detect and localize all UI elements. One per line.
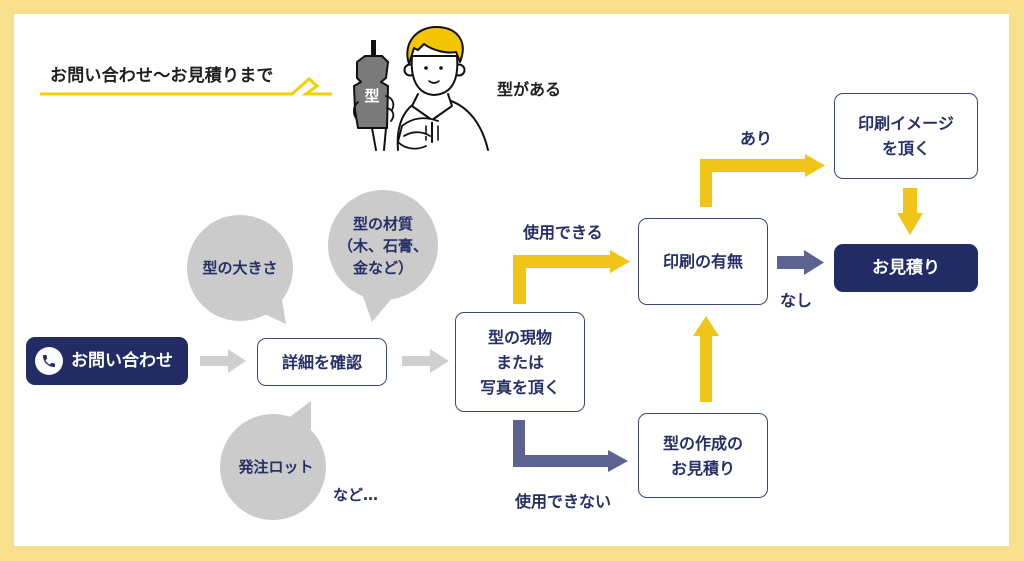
node-line: 写真を頂く <box>479 377 560 397</box>
mold-label: 型 <box>364 87 379 105</box>
edge-label-print-no: なし <box>780 291 813 310</box>
phone-icon <box>35 347 63 375</box>
bubble-line: （木、石膏、 <box>337 237 428 255</box>
title-underline <box>40 77 332 96</box>
print-check-label: 印刷の有無 <box>662 252 743 271</box>
arrow-usable <box>513 250 630 304</box>
print-image-node: 印刷イメージ を頂く <box>834 93 978 179</box>
arrow-print-no <box>777 250 824 275</box>
arrow-unusable <box>513 420 628 472</box>
edge-label-print-yes: あり <box>740 129 773 148</box>
bubble-order-lot <box>220 401 326 520</box>
node-line: または <box>495 352 544 372</box>
arrow-print-yes <box>700 154 825 207</box>
estimate-label: お見積り <box>872 257 940 278</box>
person-holding-mold-illustration: 型 <box>353 25 489 151</box>
bubble-mold-material <box>328 190 438 322</box>
node-line: 型の作成の <box>662 433 743 453</box>
details-node: 詳細を確認 <box>257 338 387 386</box>
node-line: お見積り <box>670 458 735 478</box>
arrow-mold-estimate-to-print-check <box>693 316 719 402</box>
details-label: 詳細を確認 <box>281 352 362 372</box>
contact-node[interactable]: お問い合わせ <box>26 337 188 385</box>
bubbles-more-label: など… <box>333 486 379 504</box>
page-title: お問い合わせ〜お見積りまで <box>50 66 274 86</box>
contact-label: お問い合わせ <box>71 350 173 371</box>
edge-label-usable: 使用できる <box>523 223 603 242</box>
bubble-line: 型の材質 <box>352 215 413 233</box>
node-line: 型の現物 <box>487 327 552 347</box>
node-line: 印刷イメージ <box>858 114 954 133</box>
mold-estimate-node: 型の作成の お見積り <box>638 413 768 498</box>
edge-label-unusable: 使用できない <box>515 492 612 511</box>
bubble-order-lot-text: 発注ロット <box>226 447 326 487</box>
arrow-print-image-to-estimate <box>897 188 923 235</box>
bubble-line: 金など） <box>352 259 413 277</box>
mold-photo-node: 型の現物 または 写真を頂く <box>455 312 585 412</box>
arrow-details-to-mold-photo <box>402 349 449 373</box>
bubble-mold-size-text: 型の大きさ <box>190 248 290 288</box>
estimate-node: お見積り <box>834 244 978 292</box>
bubble-mold-material-text: 型の材質 （木、石膏、 金など） <box>328 210 438 282</box>
arrow-contact-to-details <box>200 349 246 373</box>
bubble-line: 発注ロット <box>238 458 314 476</box>
bubble-line: 型の大きさ <box>202 259 278 277</box>
illustration-caption: 型がある <box>497 80 562 99</box>
print-check-node: 印刷の有無 <box>638 218 768 305</box>
bubble-mold-size <box>187 215 293 324</box>
node-line: を頂く <box>881 139 930 158</box>
